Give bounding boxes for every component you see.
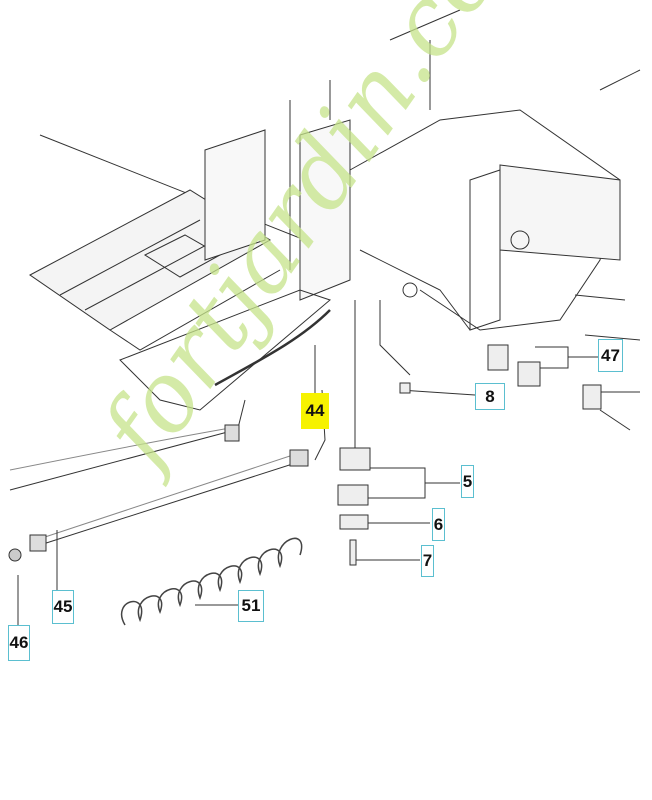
callout-45[interactable]: 45 xyxy=(52,590,74,624)
callout-5[interactable]: 5 xyxy=(461,465,474,498)
callout-46[interactable]: 46 xyxy=(8,625,30,661)
cable xyxy=(8,309,331,625)
callout-8[interactable]: 8 xyxy=(475,383,505,410)
spring xyxy=(120,537,303,626)
clip-parts xyxy=(337,344,631,566)
callout-47[interactable]: 47 xyxy=(598,339,623,372)
leader-lines xyxy=(56,300,640,606)
callout-7[interactable]: 7 xyxy=(421,545,434,577)
callout-6[interactable]: 6 xyxy=(432,508,445,541)
frame-chassis xyxy=(29,9,641,411)
callout-44[interactable]: 44 xyxy=(301,393,329,429)
callout-51[interactable]: 51 xyxy=(238,590,264,622)
